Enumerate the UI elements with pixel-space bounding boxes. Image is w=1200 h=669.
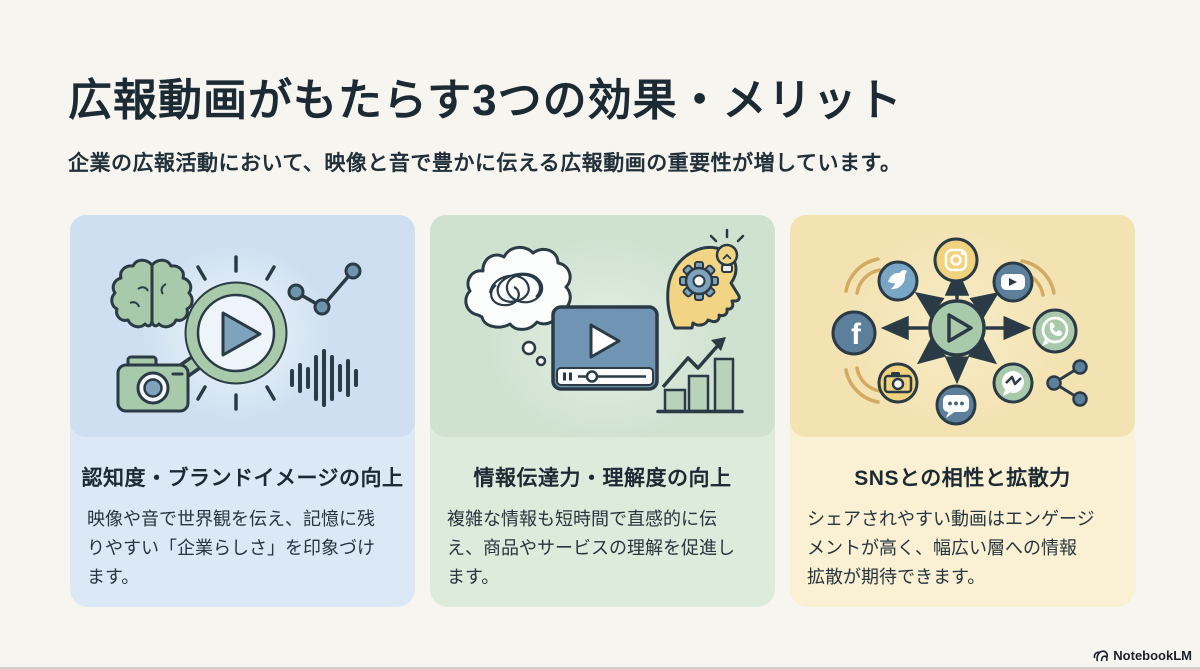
youtube-icon [992,261,1034,303]
notebooklm-logo-icon [1093,650,1109,662]
play-magnifier-icon [184,281,288,385]
card-body-line: 映像や音で世界観を伝え、記憶に残 [87,509,375,529]
video-player-icon [551,305,659,391]
share-icon [1046,359,1088,407]
scribble-icon [488,272,544,307]
card-body-line: シェアされやすい動画はエンゲージ [807,509,1095,529]
card-information-transfer: 情報伝達力・理解度の向上 複雑な情報も短時間で直感的に伝 え、商品やサービスの理… [430,215,775,607]
information-transfer-svg [464,228,745,414]
card-body-line: 拡散が期待できます。 [807,567,986,587]
head-gear-icon [666,228,745,330]
twitter-icon [877,260,919,302]
lightbulb-icon [709,228,745,273]
instagram-icon [933,237,979,283]
card-title: 認知度・ブランドイメージの向上 [81,467,404,490]
notebooklm-watermark: NotebookLM [1093,648,1192,663]
brain-icon [110,258,194,329]
camera-icon [116,355,190,413]
play-hub-icon [928,299,986,357]
thought-cloud-icon [464,246,572,367]
camera-social-icon [877,362,919,404]
chat-bubble-icon [935,384,977,426]
card-body-line: りやすい「企業らしさ」を印象づけ [87,538,375,558]
rays-icon [196,255,276,411]
brand-awareness-svg [110,255,362,413]
card-body: シェアされやすい動画はエンゲージ メントが高く、幅広い層への情報 拡散が期待でき… [807,505,1118,592]
bar-chart-growth-icon [656,337,744,414]
card-sns-spread: f [790,215,1135,607]
watermark-label: NotebookLM [1113,648,1192,663]
whatsapp-icon [1032,308,1078,354]
card-title: 情報伝達力・理解度の向上 [473,467,732,490]
waveform-icon [290,349,358,407]
brand-awareness-illustration [70,215,415,437]
card-body-line: え、商品やサービスの理解を促進し [447,538,735,558]
sns-spread-svg: f [831,237,1088,426]
line-chart-icon [287,262,362,316]
card-body-line: ます。 [447,567,500,587]
card-title: SNSとの相性と拡散力 [854,467,1071,490]
sns-spread-illustration: f [790,215,1135,437]
card-body: 映像や音で世界観を伝え、記憶に残 りやすい「企業らしさ」を印象づけ ます。 [87,505,398,592]
card-body-line: メントが高く、幅広い層への情報 [807,538,1077,558]
card-brand-awareness: 認知度・ブランドイメージの向上 映像や音で世界観を伝え、記憶に残 りやすい「企業… [70,215,415,607]
messenger-icon [992,362,1034,404]
card-body: 複雑な情報も短時間で直感的に伝 え、商品やサービスの理解を促進し ます。 [447,505,758,592]
page-subtitle: 企業の広報活動において、映像と音で豊かに伝える広報動画の重要性が増しています。 [68,152,902,175]
information-transfer-illustration [430,215,775,437]
facebook-icon: f [831,310,877,356]
card-body-line: 複雑な情報も短時間で直感的に伝 [447,509,717,529]
page-title: 広報動画がもたらす3つの効果・メリット [68,76,903,125]
benefit-cards: 認知度・ブランドイメージの向上 映像や音で世界観を伝え、記憶に残 りやすい「企業… [70,215,1135,607]
signal-waves-icon [844,257,1056,404]
facebook-f-glyph: f [851,318,862,351]
card-body-line: ます。 [87,567,140,587]
